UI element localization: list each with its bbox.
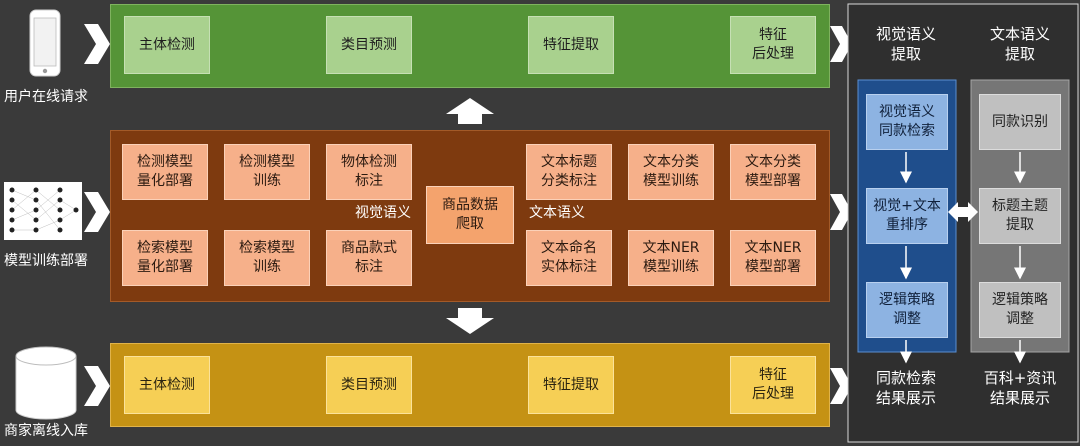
offline-step-subject-detection: 主体检测 <box>124 356 210 414</box>
up-arrow-icon <box>446 98 494 124</box>
online-step-subject-detection: 主体检测 <box>124 16 210 74</box>
visual-same-item-retrieval-box: 视觉语义 同款检索 <box>866 94 948 150</box>
text-ner-model-training-box: 文本NER 模型训练 <box>628 230 714 286</box>
offline-ingest-label: 商家离线入库 <box>4 423 88 439</box>
neural-network-icon <box>4 182 82 240</box>
offline-pipeline-band <box>110 343 830 427</box>
chevron-offline-icon <box>84 366 110 406</box>
product-data-crawl-box: 商品数据 爬取 <box>426 186 514 244</box>
phone-icon <box>29 9 61 77</box>
product-style-annotation-box: 商品款式 标注 <box>326 230 412 286</box>
text-semantic-label: 文本语义 <box>529 205 585 221</box>
text-title-classification-annotation-box: 文本标题 分类标注 <box>526 144 612 200</box>
online-step-feature-extraction: 特征提取 <box>528 16 614 74</box>
retrieval-model-quant-deploy-box: 检索模型 量化部署 <box>122 230 208 286</box>
chevron-right-offline-icon <box>830 368 852 404</box>
online-step-category-prediction: 类目预测 <box>326 16 412 74</box>
model-training-label: 模型训练部署 <box>4 253 88 269</box>
offline-step-feature-extraction: 特征提取 <box>528 356 614 414</box>
online-step-feature-postprocess: 特征 后处理 <box>730 16 816 74</box>
visual-logic-strategy-box: 逻辑策略 调整 <box>866 282 948 338</box>
text-logic-strategy-box: 逻辑策略 调整 <box>979 282 1061 338</box>
visual-result-display-label: 同款检索 结果展示 <box>875 369 936 407</box>
online-pipeline-band <box>110 4 830 88</box>
database-icon <box>15 346 77 420</box>
visual-semantic-label: 视觉语义 <box>355 205 411 221</box>
object-detection-annotation-box: 物体检测 标注 <box>326 144 412 200</box>
chevron-right-train-icon <box>830 194 852 230</box>
text-result-display-label: 百科+资讯 结果展示 <box>983 369 1057 407</box>
text-ner-annotation-box: 文本命名 实体标注 <box>526 230 612 286</box>
text-classification-model-deploy-box: 文本分类 模型部署 <box>730 144 816 200</box>
chevron-online-icon <box>84 24 110 64</box>
online-request-label: 用户在线请求 <box>4 89 88 105</box>
down-arrow-icon <box>446 308 494 334</box>
visual-semantic-extraction-title: 视觉语义 提取 <box>875 25 936 63</box>
text-ner-model-deploy-box: 文本NER 模型部署 <box>730 230 816 286</box>
bidirectional-arrow-icon <box>948 202 978 222</box>
detection-model-quant-deploy-box: 检测模型 量化部署 <box>122 144 208 200</box>
retrieval-model-training-box: 检索模型 训练 <box>224 230 310 286</box>
visual-text-rerank-box: 视觉+文本 重排序 <box>866 188 948 244</box>
offline-step-category-prediction: 类目预测 <box>326 356 412 414</box>
chevron-train-icon <box>84 192 110 232</box>
title-topic-extraction-box: 标题主题 提取 <box>979 188 1061 244</box>
text-semantic-extraction-title: 文本语义 提取 <box>989 25 1050 63</box>
same-item-recognition-box: 同款识别 <box>979 94 1061 150</box>
text-classification-model-training-box: 文本分类 模型训练 <box>628 144 714 200</box>
detection-model-training-box: 检测模型 训练 <box>224 144 310 200</box>
chevron-right-online-icon <box>830 26 852 62</box>
offline-step-feature-postprocess: 特征 后处理 <box>730 356 816 414</box>
